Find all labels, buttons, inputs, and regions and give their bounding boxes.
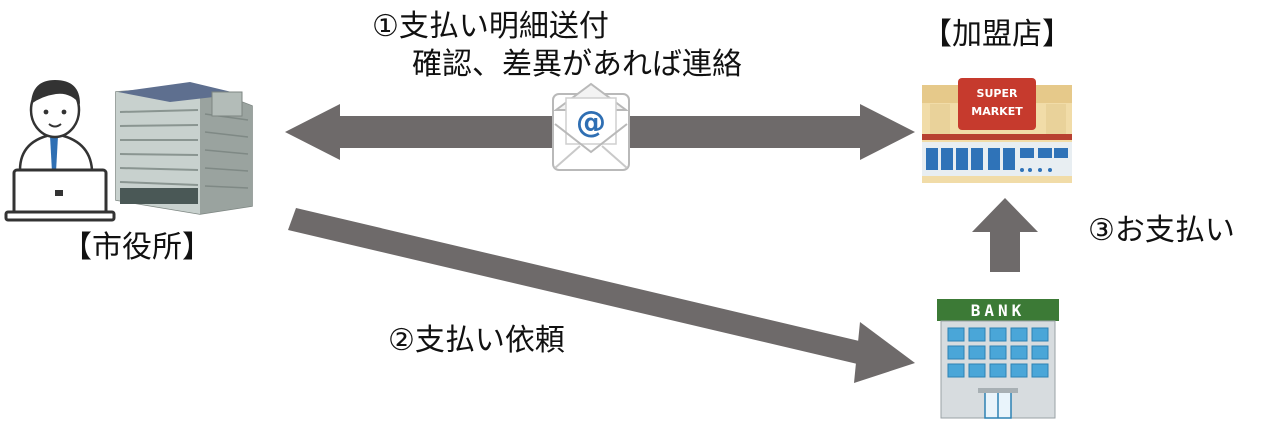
diagonal-arrow-step2 [288,208,915,383]
supermarket-icon: SUPER MARKET [922,78,1072,183]
step2-label: ②支払い依頼 [388,323,565,358]
store-label: 【加盟店】 [922,17,1072,52]
up-arrow-step3 [972,198,1038,272]
bank-sign: BANK [971,301,1026,320]
city-hall-building-icon [115,82,253,215]
email-at-symbol: @ [576,105,606,140]
step1-sublabel: 確認、差異があれば連絡 [412,47,742,82]
bank-icon: BANK [937,299,1059,419]
step1-label: ①支払い明細送付 [372,9,609,44]
email-icon: @ [552,82,630,171]
supermarket-sign-line1: SUPER [977,87,1018,100]
office-worker-icon [4,80,116,222]
step3-label: ③お支払い [1088,213,1235,248]
city-hall-label: 【市役所】 [62,230,212,265]
supermarket-sign-line2: MARKET [971,105,1023,118]
